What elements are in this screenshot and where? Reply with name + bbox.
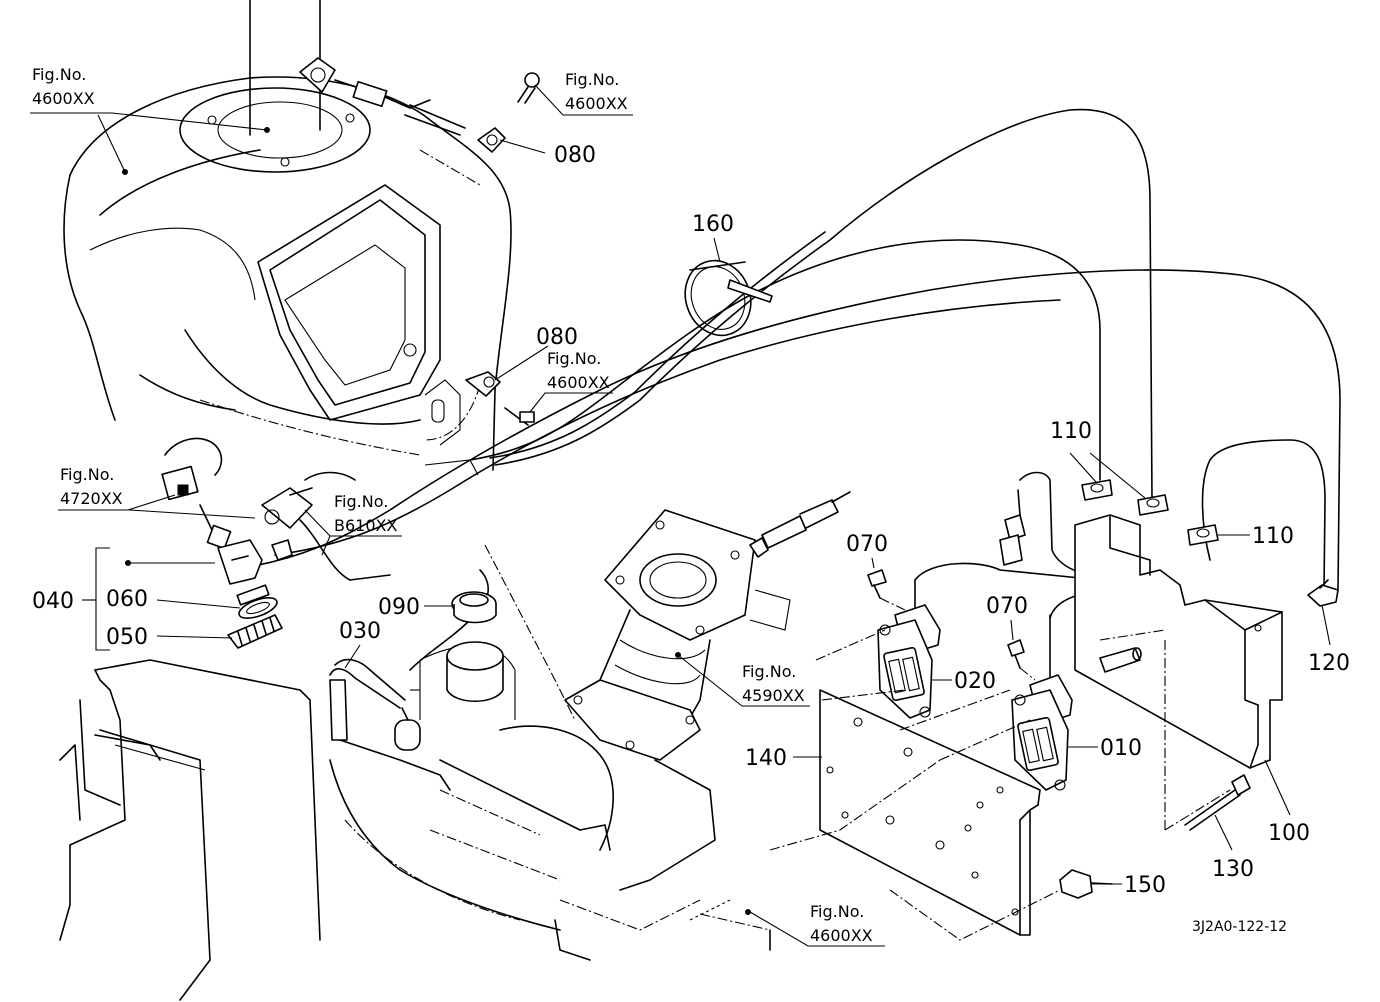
fig-ref-label-4: Fig.No. <box>60 465 114 484</box>
fig-ref-label-6: Fig.No. <box>742 662 796 681</box>
fig-ref-label-1: Fig.No. <box>32 65 86 84</box>
clamp-080-middle <box>465 371 535 426</box>
fig-ref-label-7: Fig.No. <box>810 902 864 921</box>
top-sensor-drawing <box>299 57 466 136</box>
bracket-100 <box>1074 514 1283 769</box>
label-110-a: 110 <box>1050 419 1092 444</box>
label-050: 050 <box>106 625 148 650</box>
label-080-middle: 080 <box>536 325 578 350</box>
sensor-assembly-040 <box>161 437 313 606</box>
label-040: 040 <box>32 589 74 614</box>
screw-070-right <box>1007 639 1025 669</box>
lower-frame-drawing <box>59 645 771 1001</box>
bolt-130 <box>1164 640 1251 831</box>
fig-ref-number-3: 4600XX <box>547 373 610 392</box>
nox-module-010 <box>1011 614 1073 791</box>
engine-housing-drawing <box>63 0 512 476</box>
harness-connector-left <box>999 489 1026 566</box>
part-number-labels: 080 160 080 040 060 050 030 090 070 070 … <box>32 143 1350 898</box>
grommet-110-b <box>1137 494 1169 516</box>
grommet-110-a <box>1081 479 1113 501</box>
nox-sensor-probe <box>749 491 851 558</box>
plate-140 <box>819 689 1041 936</box>
cable-tie-160 <box>684 259 773 337</box>
grommet-110-c <box>1187 524 1219 546</box>
label-130: 130 <box>1212 857 1254 882</box>
fig-ref-number-7: 4600XX <box>810 926 873 945</box>
clamp-080-top <box>477 127 506 153</box>
label-120: 120 <box>1308 651 1350 676</box>
fig-ref-label-2: Fig.No. <box>565 70 619 89</box>
figure-reference-labels: Fig.No. 4600XX Fig.No. 4600XX Fig.No. 46… <box>32 65 873 945</box>
label-100: 100 <box>1268 821 1310 846</box>
fig-ref-number-6: 4590XX <box>742 686 805 705</box>
label-140: 140 <box>745 746 787 771</box>
fig-ref-label-3: Fig.No. <box>547 349 601 368</box>
pipe-030 <box>329 658 421 751</box>
fig-ref-number-4: 4720XX <box>60 489 123 508</box>
fig-ref-label-5: Fig.No. <box>334 492 388 511</box>
label-020: 020 <box>954 669 996 694</box>
screw-070-left <box>867 569 887 599</box>
plug-090 <box>451 591 497 624</box>
leader-lines <box>30 84 1331 947</box>
label-070-left: 070 <box>846 532 888 557</box>
fig-ref-number-1: 4600XX <box>32 89 95 108</box>
label-010: 010 <box>1100 736 1142 761</box>
boss-fitting <box>446 641 504 702</box>
fig-ref-number-5: B610XX <box>334 516 397 535</box>
label-150: 150 <box>1124 873 1166 898</box>
filter-050 <box>227 614 283 649</box>
label-030: 030 <box>339 619 381 644</box>
gasket-060 <box>238 597 278 619</box>
label-110-b: 110 <box>1252 524 1294 549</box>
label-060: 060 <box>106 587 148 612</box>
clip-120 <box>1307 579 1339 607</box>
label-070-right: 070 <box>986 594 1028 619</box>
nox-module-020 <box>877 579 941 719</box>
label-090: 090 <box>378 595 420 620</box>
label-160: 160 <box>692 212 734 237</box>
label-080-top: 080 <box>554 143 596 168</box>
assembly-guide-lines <box>699 597 1231 941</box>
exhaust-pipe-drawing <box>564 509 791 761</box>
fig-ref-number-2: 4600XX <box>565 94 628 113</box>
top-bolt <box>517 72 540 104</box>
drawing-code: 3J2A0-122-12 <box>1192 919 1287 935</box>
